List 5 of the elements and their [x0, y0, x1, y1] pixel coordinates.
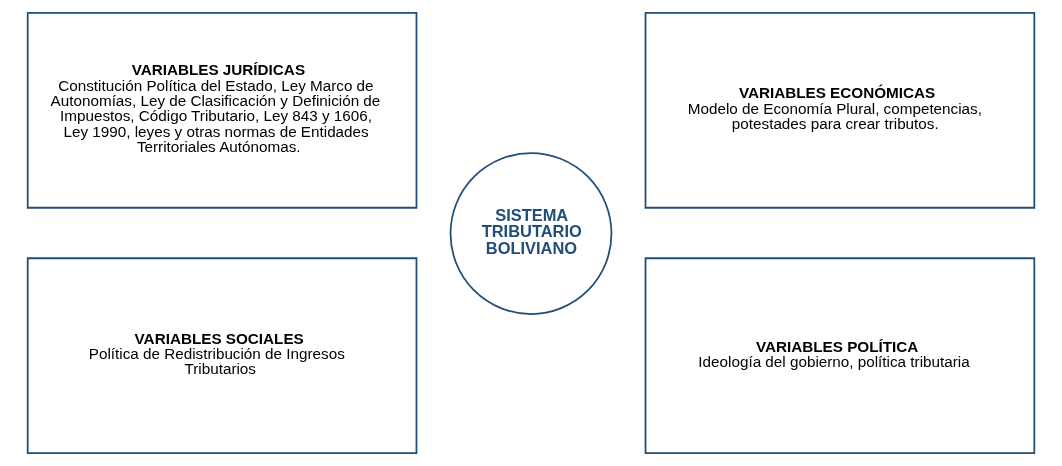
node-box: VARIABLES SOCIALES Política de Redistribución de Ingresos Tributarios: [26, 257, 418, 455]
node-circle: SISTEMA TRIBUTARIO BOLIVIANO: [449, 152, 613, 315]
node-box: VARIABLES JURÍDICAS Constitución Política del Estado, Ley Marco de Autonomías, Ley de Clasificación y Definición de Impuestos, Código Tributario, Ley 843 y 1606, Ley 1990, leyes y otras normas de Entidades Territoriales Autónomas.: [26, 11, 418, 209]
node-box: VARIABLES ECONÓMICAS Modelo de Economía Plural, competencias, potestades para crear tributos.: [644, 11, 1036, 209]
node-box: VARIABLES POLÍTICA Ideología del gobierno, política tributaria: [644, 257, 1036, 455]
